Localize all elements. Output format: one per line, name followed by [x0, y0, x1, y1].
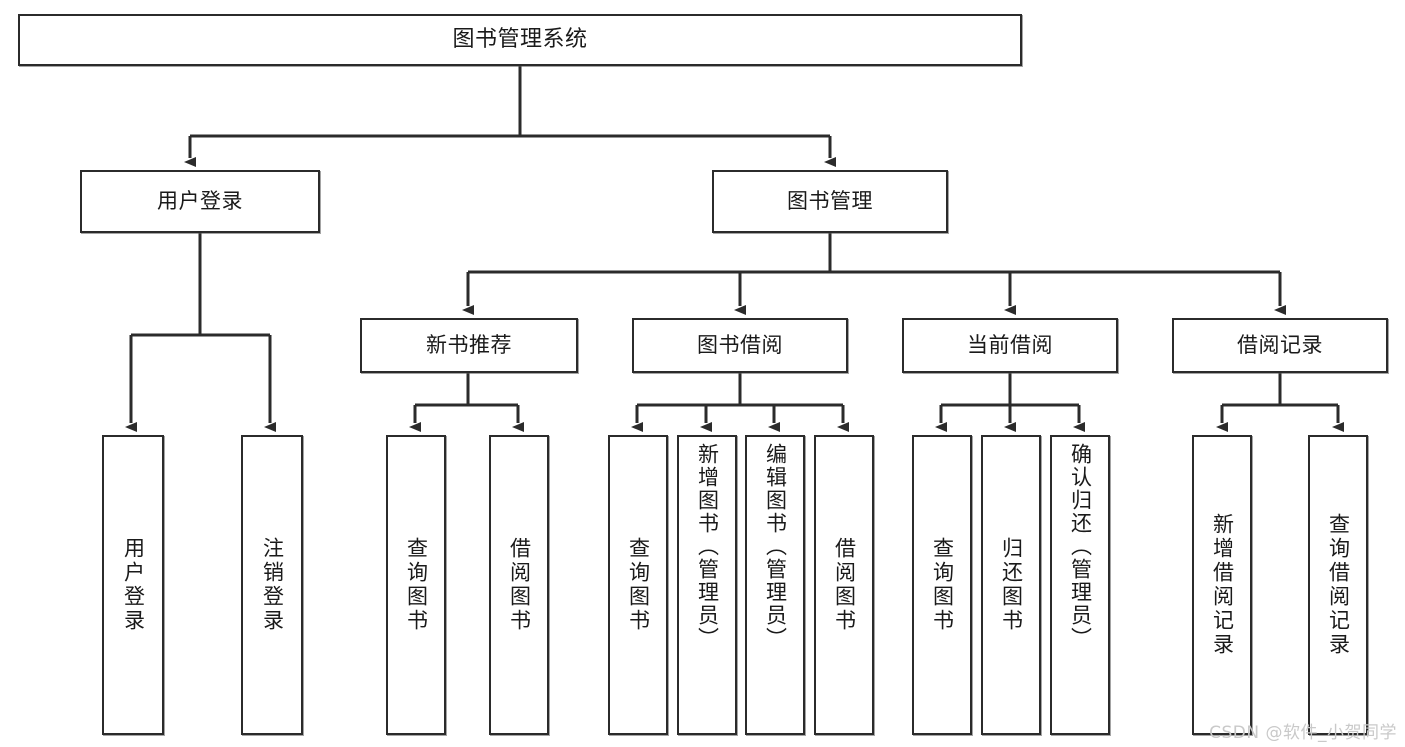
- node-leaf-add-book[interactable]: 新增图书（管理员）: [677, 435, 737, 735]
- node-borrow-record[interactable]: 借阅记录: [1172, 318, 1388, 373]
- node-leaf-user-login-label: 用户登录: [121, 537, 146, 633]
- node-leaf-query-record-label: 查询借阅记录: [1326, 513, 1351, 657]
- node-leaf-query-record[interactable]: 查询借阅记录: [1308, 435, 1368, 735]
- node-leaf-borrow-book-1-label: 借阅图书: [507, 537, 532, 633]
- node-leaf-return-book[interactable]: 归还图书: [981, 435, 1041, 735]
- node-leaf-add-record[interactable]: 新增借阅记录: [1192, 435, 1252, 735]
- node-leaf-confirm-return-label: 确认归还（管理员）: [1068, 443, 1093, 650]
- node-book-borrow[interactable]: 图书借阅: [632, 318, 848, 373]
- node-book-borrow-label: 图书借阅: [697, 333, 783, 358]
- watermark: CSDN @软件_小贺同学: [1209, 723, 1397, 743]
- node-new-book-rec[interactable]: 新书推荐: [360, 318, 578, 373]
- node-leaf-query-book-1-label: 查询图书: [404, 537, 429, 633]
- node-current-borrow-label: 当前借阅: [967, 333, 1053, 358]
- node-root[interactable]: 图书管理系统: [18, 14, 1022, 66]
- node-leaf-edit-book[interactable]: 编辑图书（管理员）: [745, 435, 805, 735]
- node-leaf-edit-book-label: 编辑图书（管理员）: [763, 443, 788, 650]
- node-leaf-add-book-label: 新增图书（管理员）: [695, 443, 720, 650]
- node-current-borrow[interactable]: 当前借阅: [902, 318, 1118, 373]
- node-book-manage-label: 图书管理: [787, 189, 873, 214]
- node-leaf-query-book-2-label: 查询图书: [626, 537, 651, 633]
- node-new-book-rec-label: 新书推荐: [426, 333, 512, 358]
- node-leaf-borrow-book-1[interactable]: 借阅图书: [489, 435, 549, 735]
- node-book-manage[interactable]: 图书管理: [712, 170, 948, 233]
- node-user-login-label: 用户登录: [157, 189, 243, 214]
- node-leaf-query-book-1[interactable]: 查询图书: [386, 435, 446, 735]
- node-leaf-return-book-label: 归还图书: [999, 537, 1024, 633]
- node-leaf-user-logout[interactable]: 注销登录: [241, 435, 303, 735]
- node-leaf-borrow-book-2-label: 借阅图书: [832, 537, 857, 633]
- node-leaf-add-record-label: 新增借阅记录: [1210, 513, 1235, 657]
- node-leaf-confirm-return[interactable]: 确认归还（管理员）: [1050, 435, 1110, 735]
- node-leaf-query-book-2[interactable]: 查询图书: [608, 435, 668, 735]
- node-leaf-borrow-book-2[interactable]: 借阅图书: [814, 435, 874, 735]
- node-borrow-record-label: 借阅记录: [1237, 333, 1323, 358]
- node-leaf-query-book-3[interactable]: 查询图书: [912, 435, 972, 735]
- node-leaf-user-logout-label: 注销登录: [260, 537, 285, 633]
- node-user-login[interactable]: 用户登录: [80, 170, 320, 233]
- node-leaf-query-book-3-label: 查询图书: [930, 537, 955, 633]
- node-root-label: 图书管理系统: [452, 27, 588, 53]
- node-leaf-user-login[interactable]: 用户登录: [102, 435, 164, 735]
